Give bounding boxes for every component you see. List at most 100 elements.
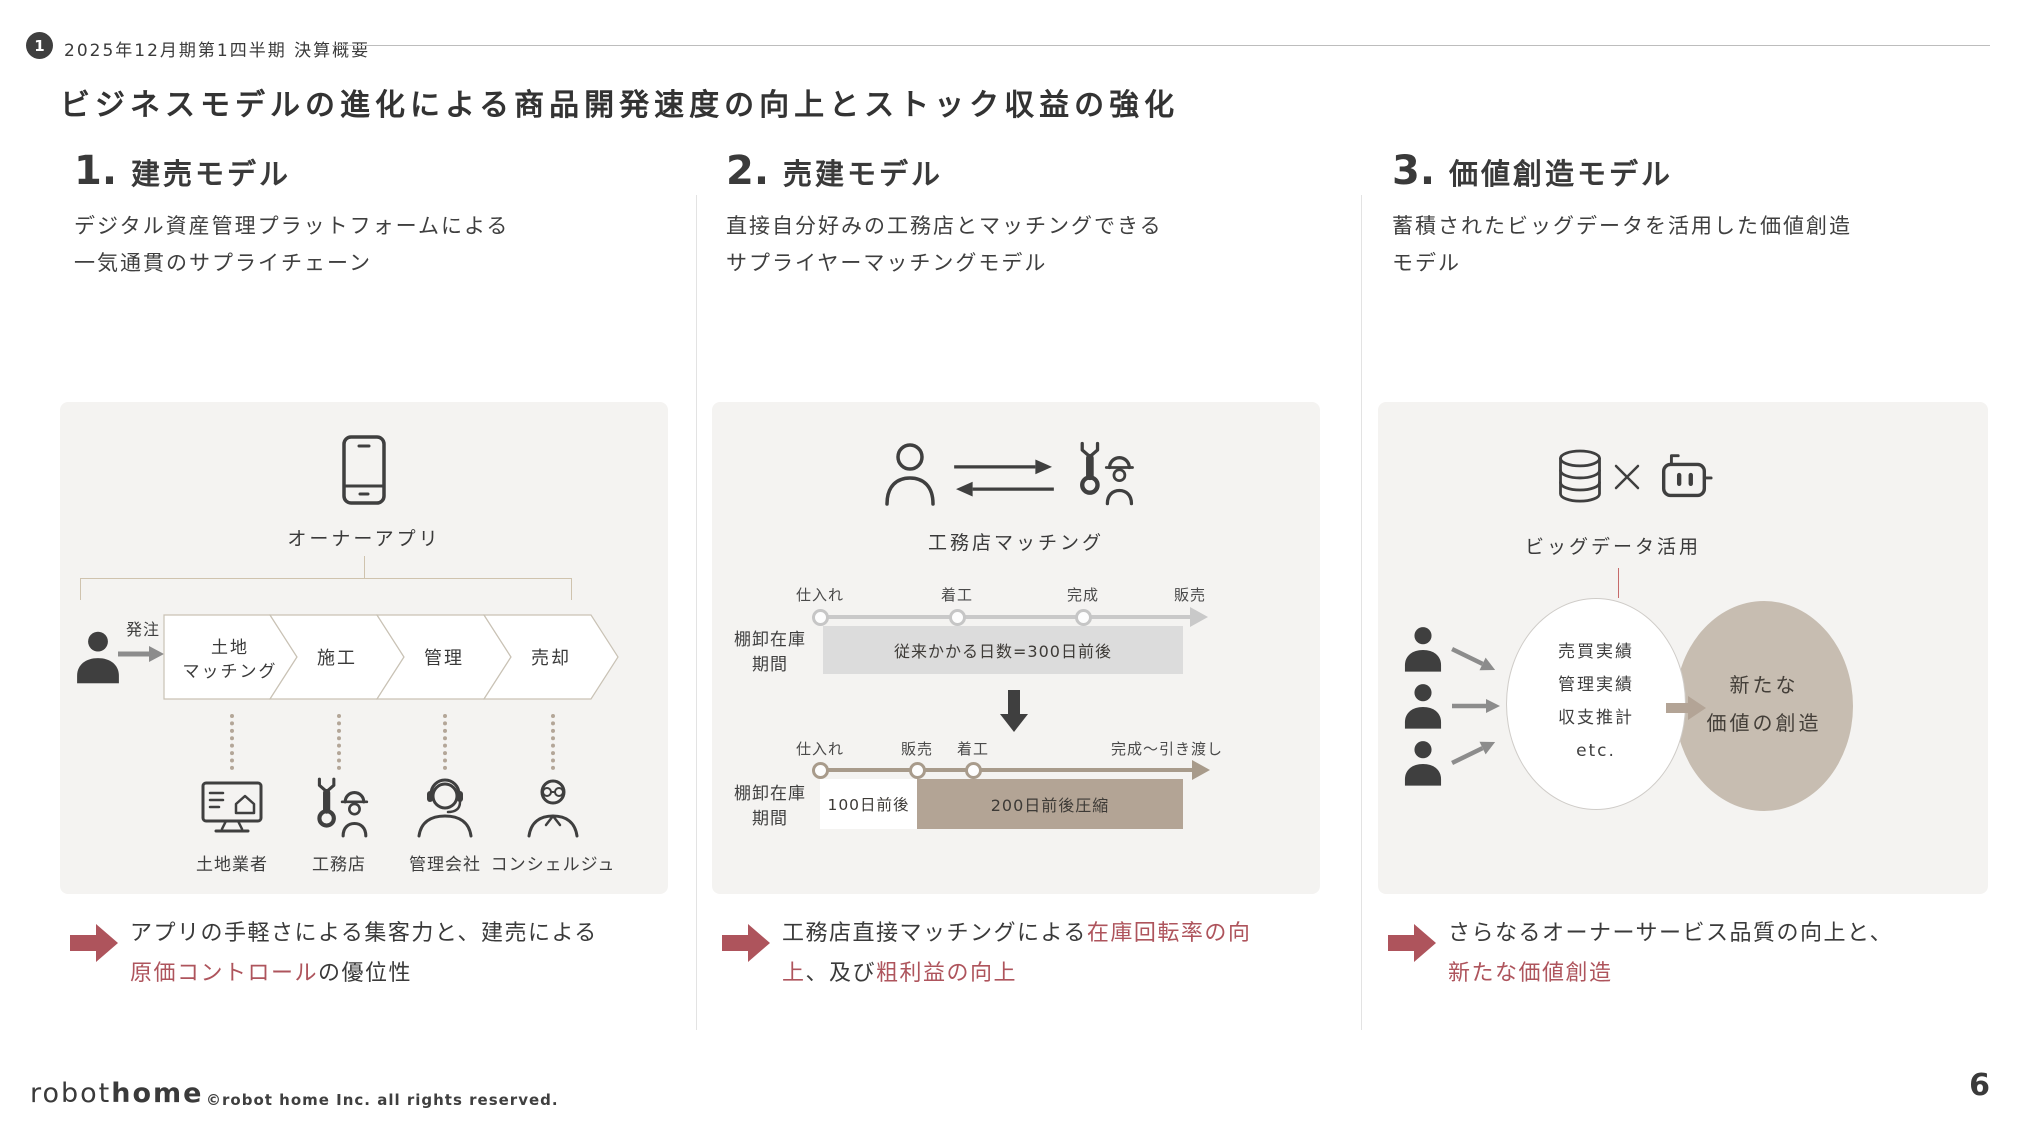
builder-tools-icon [1068,440,1138,506]
dotted-connector [443,714,447,770]
data-items: 売買実績 管理実績 収支推計 etc. [1506,636,1686,768]
timeline-dot [949,609,966,626]
builder-tools-icon [306,776,372,838]
model3-desc-line1: 蓄積されたビッグデータを活用した価値創造 [1392,214,1852,238]
model1-panel: オーナーアプリ 発注 土地 マッチング 施工 管理 売却 [60,402,668,894]
concierge-icon [527,779,579,838]
contributor-person-icon [1404,626,1442,672]
model3-number: 3. [1392,148,1436,194]
model2-heading: 2. 売建モデル [726,148,943,194]
model2-description: 直接自分好みの工務店とマッチングできる サプライヤーマッチングモデル [726,208,1163,282]
robot-icon [1661,454,1713,498]
model1-name: 建売モデル [131,157,292,191]
bracket [80,578,572,600]
contributor-person-icon [1404,683,1442,729]
page-title: ビジネスモデルの進化による商品開発速度の向上とストック収益の強化 [60,88,1180,123]
data-item: 管理実績 [1558,675,1634,695]
matching-label: 工務店マッチング [927,532,1104,554]
management-headset-icon [417,778,473,838]
takeaway-text-em: 在庫回転率の向上 [782,921,1252,986]
timeline-new-bar-100: 100日前後 [820,779,917,829]
smartphone-icon [342,435,386,505]
database-icon [1559,449,1601,503]
step-label-land-1: 土地 [211,638,249,658]
step-label-management: 管理 [424,648,464,669]
takeaway-text-em: 粗利益の向上 [876,961,1018,986]
takeaway-text: アプリの手軽さによる集客力と、建売による [130,921,598,946]
model3-panel: ビッグデータ活用 売買実績 管理実績 収支推計 etc. 新たな 価値の創造 [1378,402,1988,894]
model1-description: デジタル資産管理プラットフォームによる 一気通貫のサプライチェーン [74,208,509,282]
new-value-line2: 価値の創造 [1706,711,1822,735]
step-label-land-2: マッチング [183,662,278,682]
milestone-label: 完成 [1066,586,1100,604]
model3-heading: 3. 価値創造モデル [1392,148,1673,194]
inventory-period-label: 棚卸在庫 期間 [718,782,822,832]
input-arrow-icon [1451,741,1496,766]
order-arrow-icon [118,646,164,662]
model2-number: 2. [726,148,770,194]
model2-takeaway: 工務店直接マッチングによる在庫回転率の向上、及び粗利益の向上 [782,914,1260,994]
takeaway-text: 工務店直接マッチングによる [782,921,1087,946]
dotted-connector [230,714,234,770]
milestone-label: 着工 [956,740,990,758]
data-circle [1506,598,1686,810]
timeline-dot [812,609,829,626]
takeaway-arrow-icon [1388,924,1436,962]
connector-line [1618,568,1619,598]
takeaway-arrow-icon [70,924,118,962]
timeline-old-arrowhead [1190,607,1208,627]
tan-arrow-icon [1666,696,1706,720]
data-item: etc. [1576,741,1616,761]
model2-name: 売建モデル [783,157,944,191]
takeaway-text: さらなるオーナーサービス品質の向上と、 [1448,921,1894,946]
new-value-line1: 新たな [1729,673,1799,697]
exchange-arrows-icon [954,459,1054,497]
model1-number: 1. [74,148,118,194]
order-label: 発注 [125,620,160,639]
step-label-sale: 売却 [531,648,571,669]
model3-desc-line2: モデル [1392,251,1461,275]
timeline-old-line [820,615,1192,619]
header-rule [332,45,1990,46]
owner-app-label: オーナーアプリ [287,528,441,550]
model3-description: 蓄積されたビッグデータを活用した価値創造 モデル [1392,208,1852,282]
logo-robot: robot [30,1078,112,1109]
new-value-text: 新たな 価値の創造 [1675,666,1853,742]
side-label-line2: 期間 [752,809,788,829]
section-number-badge: 1 [26,32,53,59]
milestone-label: 仕入れ [795,586,845,604]
contributor-person-icon [1404,740,1442,786]
takeaway-text-em: 新たな価値創造 [1448,961,1613,986]
input-arrow-icon [1451,646,1496,671]
timeline-dot [1075,609,1092,626]
data-item: 売買実績 [1558,642,1634,662]
down-arrow-icon [1000,690,1028,732]
timeline-new-line [820,768,1194,772]
takeaway-text: の優位性 [318,961,413,986]
timeline-dot [812,762,829,779]
milestone-label: 完成〜引き渡し [1110,740,1224,758]
model3-takeaway: さらなるオーナーサービス品質の向上と、新たな価値創造 [1448,914,1926,994]
takeaway-text: 、及び [805,961,877,986]
owner-outline-icon [885,443,935,506]
takeaway-arrow-icon [722,924,770,962]
model3-name: 価値創造モデル [1449,157,1674,191]
model2-desc-line2: サプライヤーマッチングモデル [726,251,1048,275]
column-divider [696,195,697,1030]
column-divider [1361,195,1362,1030]
partner-label: 管理会社 [409,855,481,875]
side-label-line2: 期間 [752,655,788,675]
bigdata-label: ビッグデータ活用 [1524,536,1701,558]
milestone-label: 着工 [940,586,974,604]
dotted-connector [337,714,341,770]
data-item: 収支推計 [1558,708,1634,728]
step-label-construction: 施工 [317,648,357,669]
multiply-icon [1614,464,1640,490]
copyright-text: ©robot home Inc. all rights reserved. [206,1091,559,1109]
takeaway-text-em: 原価コントロール [130,961,319,986]
page-number: 6 [1969,1068,1990,1103]
bracket-stub [364,556,365,578]
partner-label: コンシェルジュ [490,855,616,875]
timeline-new-bar-200: 200日前後圧縮 [917,779,1183,829]
land-agent-monitor-icon [201,781,263,833]
